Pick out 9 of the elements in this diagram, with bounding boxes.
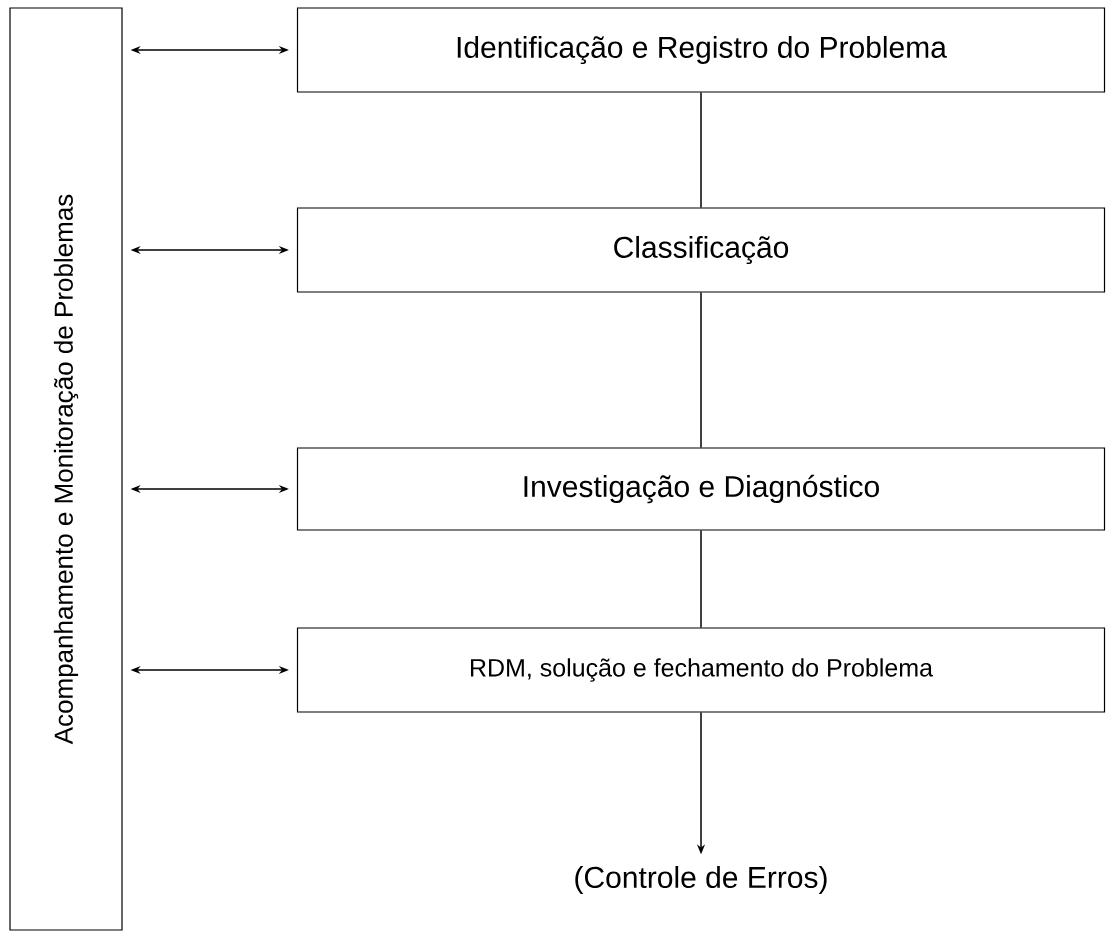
process-box: RDM, solução e fechamento do Problema — [296, 627, 1106, 713]
process-box: Investigação e Diagnóstico — [296, 447, 1106, 531]
process-box: Classificação — [296, 207, 1106, 293]
label-text: (Controle de Erros) — [575, 866, 827, 894]
connector-line — [700, 529, 702, 629]
process-box: Identificação e Registro do Problema — [296, 7, 1106, 93]
connector-line — [700, 91, 702, 209]
connector-line — [700, 291, 702, 449]
side-box: Acompanhamento e Monitoração de Problemas — [9, 7, 123, 931]
